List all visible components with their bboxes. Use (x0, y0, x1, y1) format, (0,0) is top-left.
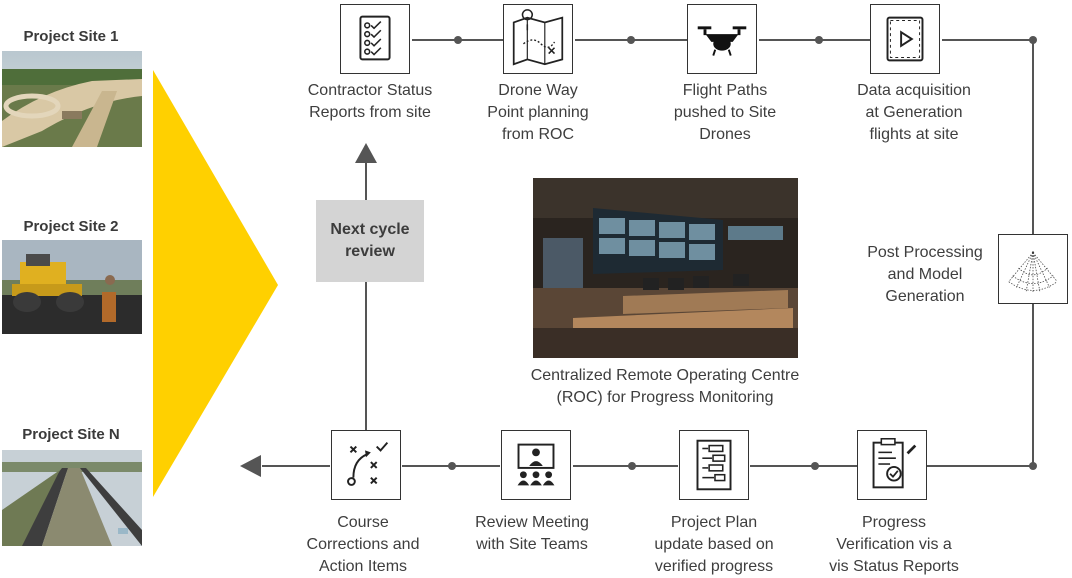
site-photo-n (2, 450, 142, 546)
site-title-n: Project Site N (22, 426, 120, 443)
next-cycle-review-box: Next cycle review (316, 200, 424, 282)
step-flight-paths-label: Flight Paths pushed to Site Drones (673, 82, 777, 143)
step-review-meeting-label: Review Meeting with Site Teams (475, 514, 589, 553)
yellow-funnel (153, 70, 278, 497)
site-title-1: Project Site 1 (23, 28, 119, 45)
step-course-corrections-label: Course Corrections and Action Items (306, 514, 420, 575)
video-conference-icon (501, 430, 571, 500)
site-photo-2 (2, 240, 142, 334)
verified-report-icon (857, 430, 927, 500)
arrow-left-icon (240, 455, 261, 477)
arrow-up-icon (355, 143, 377, 163)
drone-icon (687, 4, 757, 74)
site-title-2: Project Site 2 (23, 218, 119, 235)
map-waypoint-icon (503, 4, 573, 74)
roc-control-room-photo (533, 178, 798, 358)
step-progress-verification-label: Progress Verification vis a vis Status R… (829, 514, 959, 575)
strategy-play-icon (331, 430, 401, 500)
point-cloud-icon (998, 234, 1068, 304)
roc-caption: Centralized Remote Operating Centre (ROC… (530, 367, 800, 406)
site-photo-1 (2, 51, 142, 147)
checklist-icon (340, 4, 410, 74)
step-drone-waypoint-label: Drone Way Point planning from ROC (487, 82, 589, 143)
step-data-acquisition-label: Data acquisition at Generation flights a… (857, 82, 971, 143)
project-plan-icon (679, 430, 749, 500)
step-contractor-status-label: Contractor Status Reports from site (307, 82, 433, 121)
step-post-processing-label: Post Processing and Model Generation (867, 244, 983, 305)
step-project-plan-label: Project Plan update based on verified pr… (654, 514, 774, 575)
video-play-icon (870, 4, 940, 74)
